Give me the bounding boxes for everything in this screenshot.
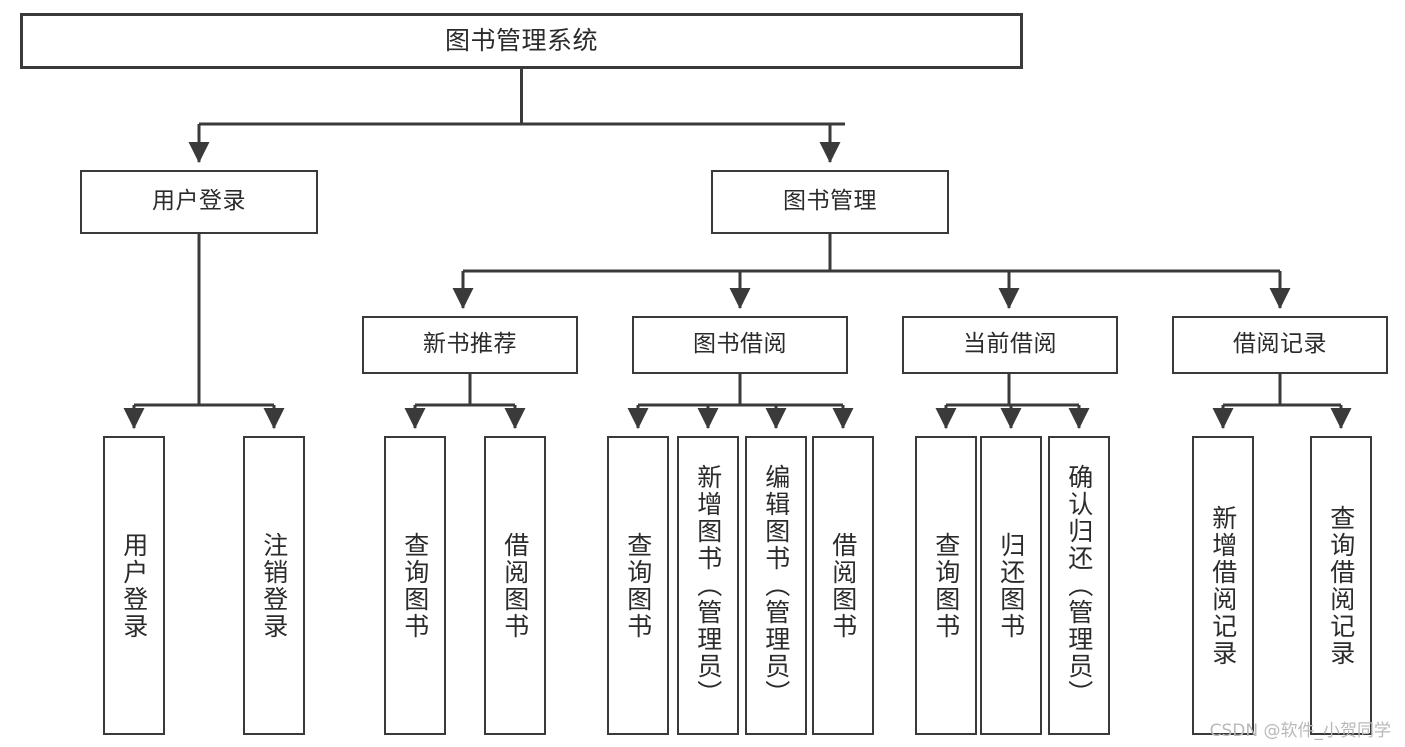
node-borrow-record-label: 借阅记录	[1233, 331, 1327, 358]
node-leaf-return-book[interactable]: 归还图书	[980, 436, 1042, 735]
node-leaf-add-record[interactable]: 新增借阅记录	[1192, 436, 1254, 735]
node-leaf-query-book-1[interactable]: 查询图书	[384, 436, 446, 735]
node-leaf-query-book-2[interactable]: 查询图书	[607, 436, 669, 735]
node-current-borrow-label: 当前借阅	[963, 331, 1057, 358]
node-leaf-add-book[interactable]: 新增图书（管理员）	[677, 436, 739, 735]
node-leaf-add-record-label: 新增借阅记录	[1208, 504, 1238, 667]
node-leaf-user-login[interactable]: 用户登录	[103, 436, 165, 735]
node-current-borrow[interactable]: 当前借阅	[902, 316, 1118, 374]
node-user-login-label: 用户登录	[152, 188, 246, 215]
node-leaf-query-book-1-label: 查询图书	[400, 531, 430, 640]
node-user-login[interactable]: 用户登录	[80, 170, 318, 234]
node-leaf-query-book-3[interactable]: 查询图书	[915, 436, 977, 735]
node-leaf-user-login-label: 用户登录	[119, 531, 149, 640]
node-leaf-borrow-book-2[interactable]: 借阅图书	[812, 436, 874, 735]
node-borrow-record[interactable]: 借阅记录	[1172, 316, 1388, 374]
node-new-book-recommend-label: 新书推荐	[423, 331, 517, 358]
node-leaf-query-book-3-label: 查询图书	[931, 531, 961, 640]
node-leaf-borrow-book-2-label: 借阅图书	[828, 531, 858, 640]
node-leaf-edit-book-label: 编辑图书（管理员）	[761, 464, 791, 707]
node-book-manage-label: 图书管理	[783, 188, 877, 215]
node-leaf-return-book-label: 归还图书	[996, 531, 1026, 640]
node-leaf-logout-label: 注销登录	[259, 531, 289, 640]
node-leaf-borrow-book-1-label: 借阅图书	[500, 531, 530, 640]
node-book-manage[interactable]: 图书管理	[711, 170, 949, 234]
node-book-borrow[interactable]: 图书借阅	[632, 316, 848, 374]
node-leaf-query-book-2-label: 查询图书	[623, 531, 653, 640]
node-leaf-confirm-return-label: 确认归还（管理员）	[1064, 464, 1094, 707]
node-leaf-query-record[interactable]: 查询借阅记录	[1310, 436, 1372, 735]
node-leaf-logout[interactable]: 注销登录	[243, 436, 305, 735]
node-new-book-recommend[interactable]: 新书推荐	[362, 316, 578, 374]
node-root-label: 图书管理系统	[444, 26, 598, 55]
node-book-borrow-label: 图书借阅	[693, 331, 787, 358]
node-leaf-query-record-label: 查询借阅记录	[1326, 504, 1356, 667]
node-leaf-confirm-return[interactable]: 确认归还（管理员）	[1048, 436, 1110, 735]
node-leaf-edit-book[interactable]: 编辑图书（管理员）	[745, 436, 807, 735]
node-leaf-borrow-book-1[interactable]: 借阅图书	[484, 436, 546, 735]
node-root[interactable]: 图书管理系统	[20, 13, 1023, 69]
node-leaf-add-book-label: 新增图书（管理员）	[693, 464, 723, 707]
